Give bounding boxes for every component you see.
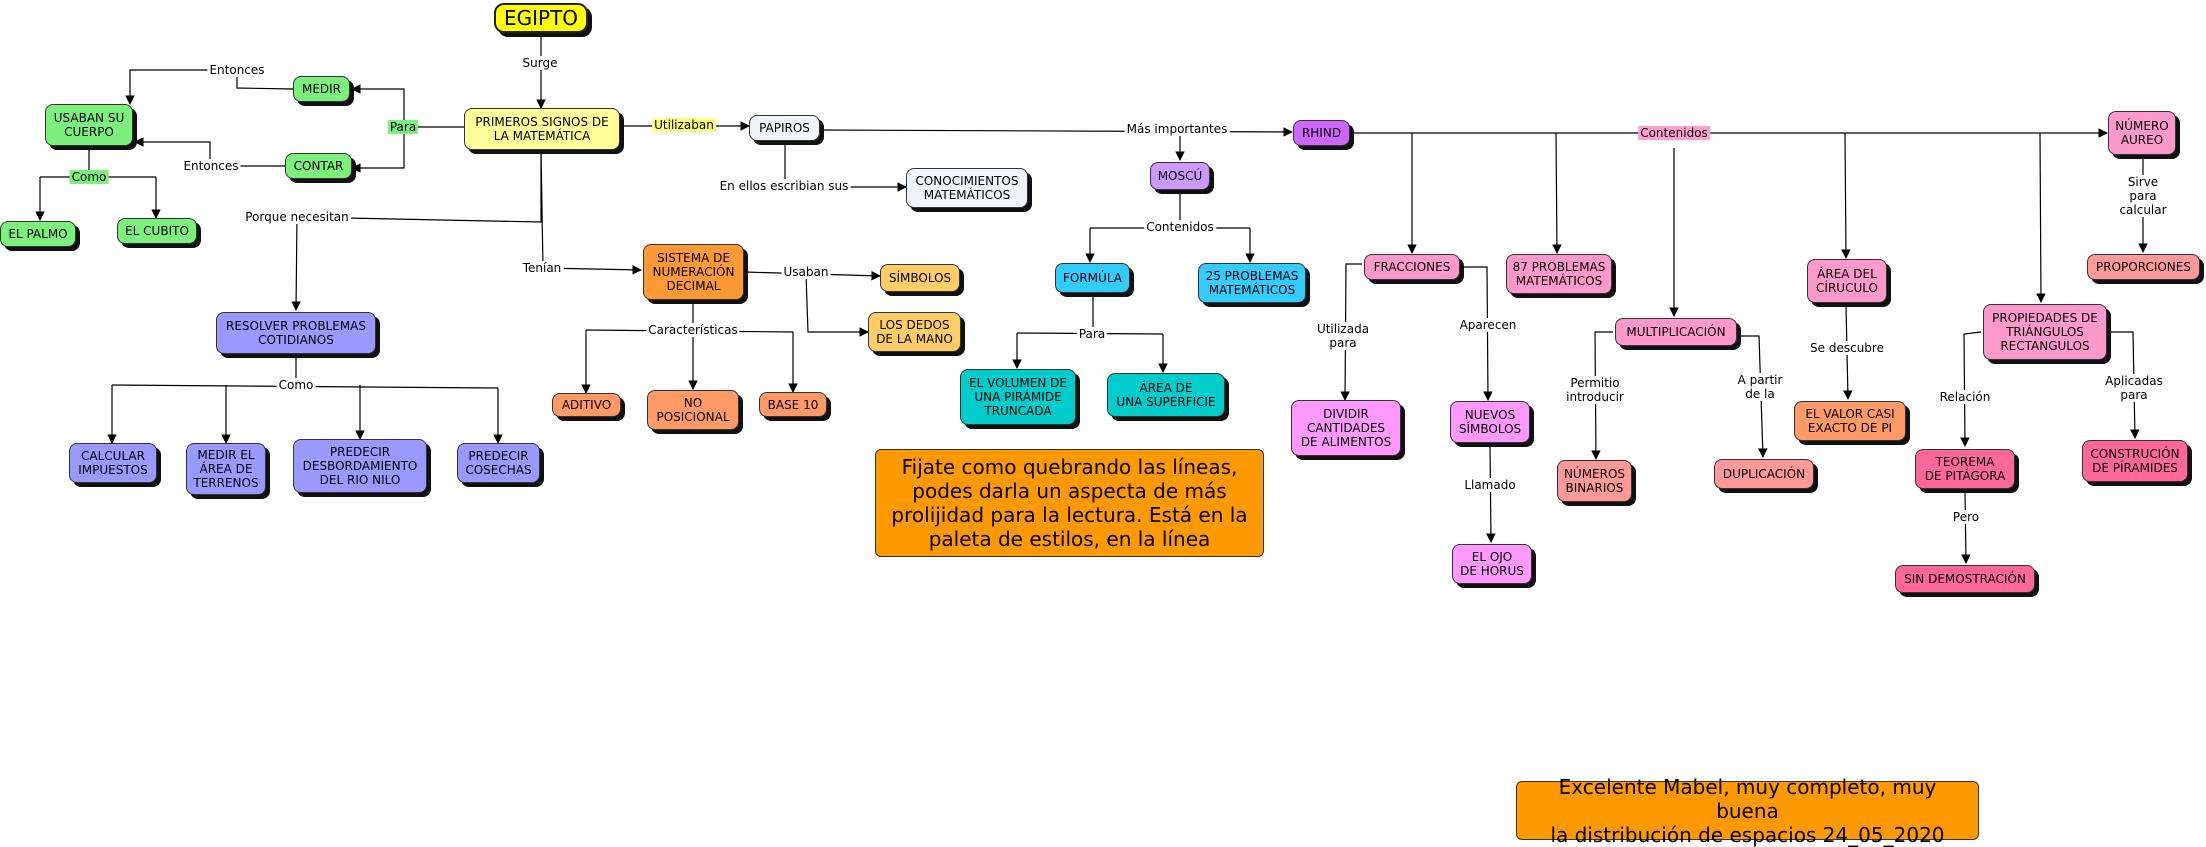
link-label-contenidos-moscu: Contenidos: [1144, 220, 1216, 234]
link-label-utilizada-para: Utilizada para: [1314, 322, 1372, 350]
concept-base-10: BASE 10: [759, 392, 827, 417]
concept-moscu: MOSCÚ: [1150, 162, 1210, 190]
link-label-caracteristicas: Características: [646, 323, 740, 337]
link-label-para: Para: [387, 120, 419, 134]
concept-propiedades-triangulos: PROPIEDADES DE TRIÁNGULOS RECTANGULOS: [1983, 304, 2107, 360]
link-label-entonces-medir: Entonces: [207, 63, 267, 77]
concept-ojo-horus: EL OJO DE HORUS: [1452, 544, 1532, 584]
link-label-entonces-contar: Entonces: [181, 159, 241, 173]
note-quebrando-lineas: Fijate como quebrando las líneas, podes …: [875, 449, 1264, 557]
link-label-en-ellos: En ellos escribian sus: [717, 179, 851, 193]
concept-area-superficie: ÁREA DE UNA SUPERFICIE: [1107, 373, 1225, 417]
concept-volumen-piramide: EL VOLUMEN DE UNA PIRÁMIDE TRUNCADA: [960, 369, 1076, 425]
concept-contar: CONTAR: [285, 153, 352, 179]
concept-papiros: PAPIROS: [749, 115, 820, 141]
concept-fracciones: FRACCIONES: [1364, 254, 1460, 280]
concept-calcular-impuestos: CALCULAR IMPUESTOS: [69, 443, 157, 483]
link-label-como-cuerpo: Como: [69, 170, 109, 184]
link-label-utilizaban: Utilizaban: [652, 118, 716, 132]
concept-predecir-cosechas: PREDECIR COSECHAS: [457, 443, 540, 483]
concept-aditivo: ADITIVO: [552, 393, 621, 417]
concept-valor-pi: EL VALOR CASI EXACTO DE PI: [1794, 401, 1906, 441]
concept-no-posicional: NO POSICIONAL: [647, 390, 739, 430]
concept-usaban-cuerpo: USABAN SU CUERPO: [45, 104, 133, 146]
link-label-se-descubre: Se descubre: [1808, 341, 1886, 355]
link-label-contenidos-rhind: Contenidos: [1638, 126, 1710, 140]
link-label-a-partir: A partir de la: [1735, 373, 1785, 401]
link-label-relacion: Relación: [1937, 390, 1993, 404]
concept-proporciones: PROPORCIONES: [2087, 254, 2200, 280]
concept-87-problemas: 87 PROBLEMAS MATEMÁTICOS: [1506, 254, 1612, 294]
concept-dedos-mano: LOS DEDOS DE LA MANO: [868, 312, 961, 352]
concept-numero-aureo: NÚMERO AUREO: [2108, 111, 2176, 155]
concept-simbolos: SÍMBOLOS: [880, 264, 960, 292]
concept-multiplicacion: MULTIPLICACIÓN: [1615, 318, 1737, 346]
concept-teorema-pitagora: TEOREMA DE PITÁGORA: [1915, 449, 2015, 489]
concept-numeros-binarios: NÚMEROS BINARIOS: [1557, 460, 1632, 502]
concept-sin-demostracion: SIN DEMOSTRACIÓN: [1895, 565, 2035, 593]
link-label-mas-importantes: Más importantes: [1124, 122, 1230, 136]
concept-construcion-piramides: CONSTRUCIÓN DE PÍRAMIDES: [2082, 440, 2188, 482]
link-label-tenian: Tenían: [520, 261, 564, 275]
link-label-para-formula: Para: [1076, 327, 1108, 341]
concept-el-cubito: EL CUBITO: [117, 218, 197, 244]
link-label-usaban: Usaban: [781, 265, 831, 279]
link-label-porque-necesitan: Porque necesitan: [243, 210, 351, 224]
concept-area-circulo: ÁREA DEL CÍRUCULO: [1807, 259, 1887, 303]
link-label-aplicadas: Aplicadas para: [2103, 374, 2165, 402]
link-label-llamado: Llamado: [1462, 478, 1518, 492]
link-label-pero: Pero: [1950, 510, 1982, 524]
concept-rhind: RHIND: [1293, 120, 1350, 146]
concept-resolver-problemas: RESOLVER PROBLEMAS COTIDIANOS: [216, 312, 376, 354]
link-label-como-problemas: Como: [276, 378, 316, 392]
concept-medir: MEDIR: [293, 76, 350, 102]
concept-formula: FORMÚLA: [1055, 263, 1130, 293]
concept-duplicacion: DUPLICACIÓN: [1714, 459, 1814, 489]
concept-medir-area: MEDIR EL ÁREA DE TERRENOS: [186, 443, 266, 495]
concept-el-palmo: EL PALMO: [0, 221, 76, 247]
concept-primeros-signos: PRIMEROS SIGNOS DE LA MATEMÁTICA: [464, 108, 620, 150]
note-excelente-mabel: Excelente Mabel, muy completo, muy buena…: [1516, 775, 1979, 847]
link-label-aparecen: Aparecen: [1457, 318, 1519, 332]
concept-nuevos-simbolos: NUEVOS SÍMBOLOS: [1450, 401, 1530, 443]
concept-egipto: EGIPTO: [494, 3, 588, 33]
link-label-permitio: Permitio introducir: [1564, 376, 1626, 404]
concept-dividir-alimentos: DIVIDIR CANTIDADES DE ALIMENTOS: [1291, 400, 1401, 456]
concept-sistema-numeracion: SISTEMA DE NUMERACIÓN DECIMAL: [643, 244, 744, 300]
concept-25-problemas: 25 PROBLEMAS MATEMÁTICOS: [1198, 263, 1306, 303]
link-label-surge: Surge: [520, 56, 560, 70]
concept-conocimientos: CONOCIMIENTOS MATEMÁTICOS: [906, 168, 1028, 208]
link-label-sirve-para: Sirve para calcular: [2111, 175, 2175, 217]
concept-predecir-nilo: PREDECIR DESBORDAMIENTO DEL RIO NILO: [293, 439, 427, 493]
